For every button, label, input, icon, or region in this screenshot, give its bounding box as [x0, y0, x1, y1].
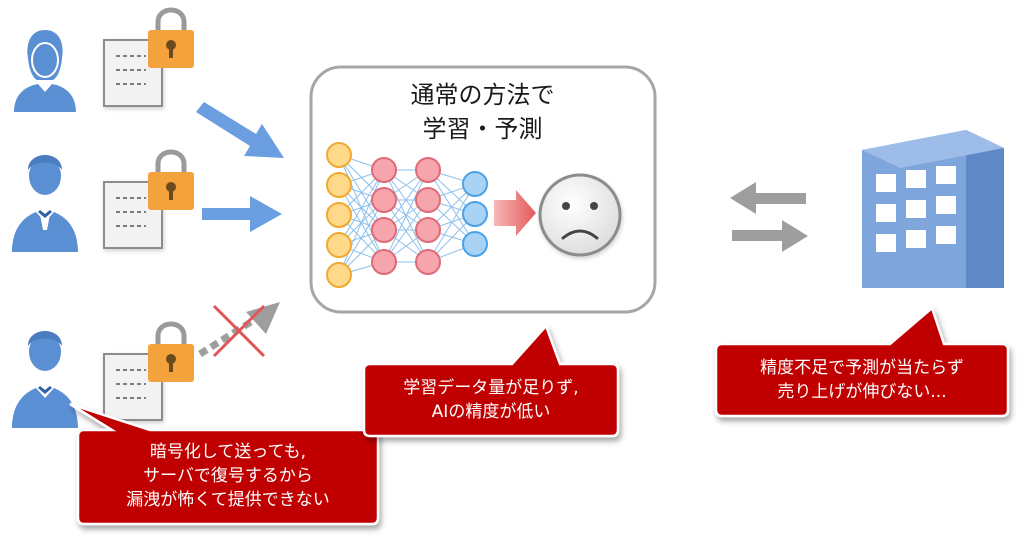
- company-building-icon: [862, 130, 1004, 288]
- callout-business: [714, 305, 1010, 418]
- callout-encryption-line1: 暗号化して送っても,: [149, 442, 307, 462]
- neural-network-icon: [326, 142, 488, 288]
- output-arrow: [494, 190, 536, 236]
- user-woman-icon: [14, 30, 76, 112]
- locked-document-icon: [103, 321, 194, 421]
- locked-document-icon: [103, 7, 194, 107]
- callout-business-text: 精度不足で予測が当たらず 売り上げが伸びない...: [716, 356, 1008, 404]
- callout-data-shortage-text: 学習データ量が足りず, AIの精度が低い: [364, 376, 618, 424]
- blocked-arrow-icon: [198, 302, 280, 358]
- callout-data-shortage: [362, 323, 620, 438]
- exchange-arrows-icon: [730, 182, 808, 252]
- user-person-icon: [12, 331, 78, 428]
- upload-arrow: [196, 102, 284, 158]
- process-box-title-line2: 学習・予測: [422, 115, 543, 143]
- process-box-title-line1: 通常の方法で: [410, 81, 555, 109]
- user-man-icon: [12, 155, 78, 252]
- callout-business-line2: 売り上げが伸びない...: [777, 382, 947, 402]
- callout-data-shortage-line2: AIの精度が低い: [431, 402, 551, 422]
- callout-encryption-line2: サーバで復号するから: [143, 466, 313, 486]
- sad-face-icon: [538, 173, 622, 257]
- callout-encryption-line3: 漏洩が怖くて提供できない: [126, 490, 330, 510]
- process-box-title: 通常の方法で 学習・予測: [310, 78, 655, 146]
- callout-business-line1: 精度不足で予測が当たらず: [760, 358, 964, 378]
- callout-data-shortage-line1: 学習データ量が足りず,: [403, 378, 579, 398]
- locked-document-icon: [103, 149, 194, 249]
- callout-encryption-text: 暗号化して送っても, サーバで復号するから 漏洩が怖くて提供できない: [78, 440, 378, 512]
- upload-arrow: [202, 196, 282, 232]
